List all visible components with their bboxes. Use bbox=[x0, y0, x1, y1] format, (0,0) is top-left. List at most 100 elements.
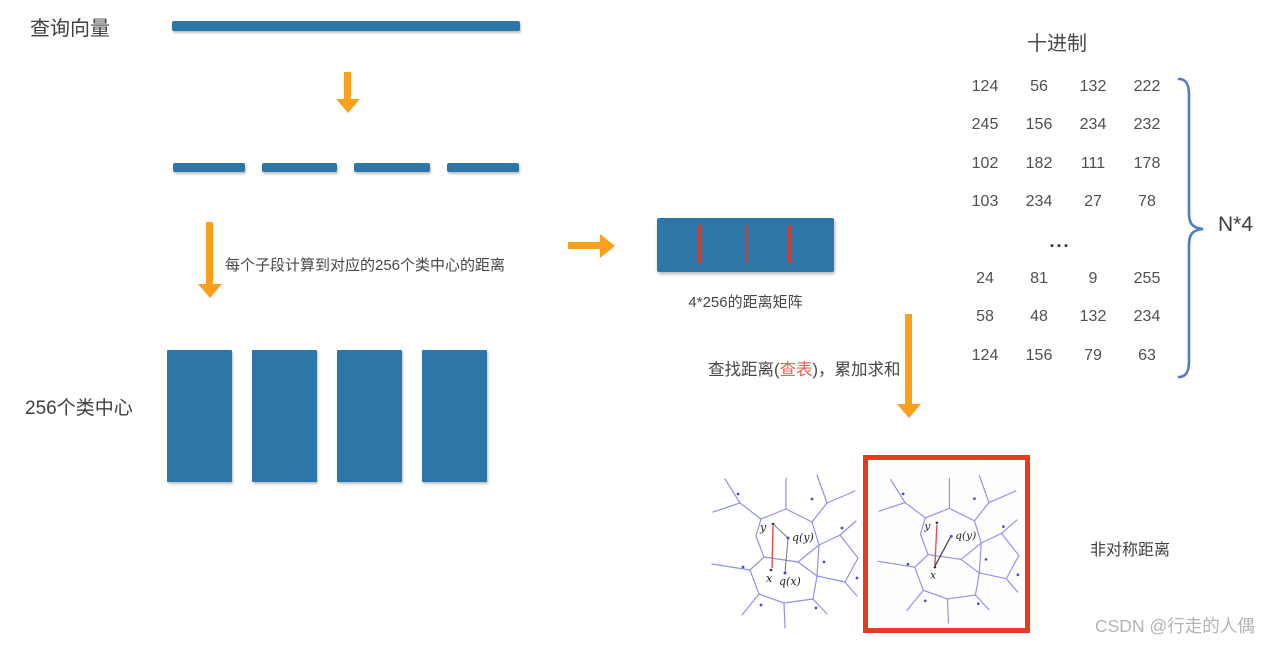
decimal-title: 十进制 bbox=[1027, 33, 1087, 55]
label-qx: q(x) bbox=[779, 575, 801, 588]
x-to-qy-line bbox=[933, 536, 951, 567]
distance-note-label: 每个子段计算到对应的256个类中心的距离 bbox=[225, 257, 506, 274]
table-cell: 178 bbox=[1133, 154, 1161, 172]
asymmetric-distance-lines: y q(y) x bbox=[923, 521, 976, 582]
table-cell: 102 bbox=[971, 154, 999, 172]
table-cell: 27 bbox=[1084, 193, 1102, 211]
table-cell: 48 bbox=[1030, 308, 1048, 326]
n4-label: N*4 bbox=[1218, 213, 1254, 236]
query-vector-bar bbox=[172, 21, 520, 31]
table-cell: 234 bbox=[1133, 308, 1161, 326]
lookup-prefix: 查找距离( bbox=[708, 361, 780, 379]
to-matrix-arrow-icon bbox=[568, 233, 615, 258]
point-y bbox=[771, 522, 775, 526]
table-cell: 103 bbox=[971, 193, 999, 211]
arrow-head bbox=[335, 99, 360, 113]
class-center-block bbox=[337, 350, 402, 482]
label-qy: q(y) bbox=[792, 531, 814, 544]
table-cell: 111 bbox=[1080, 154, 1106, 172]
subvector-segment bbox=[354, 163, 430, 172]
point-x bbox=[933, 565, 936, 569]
table-row: 124 156 79 63 bbox=[958, 337, 1174, 375]
voronoi-asymmetric-diagram: y q(y) x bbox=[876, 474, 1020, 624]
decimal-grid: 124 56 132 222 245 156 234 232 102 182 111 178 103 23… bbox=[958, 68, 1174, 375]
arrow-shaft bbox=[568, 242, 600, 249]
lookup-label: 查找距离(查表)，累加求和 bbox=[708, 356, 901, 380]
brace-icon bbox=[1177, 77, 1204, 379]
lookup-highlight: 查表 bbox=[779, 361, 813, 379]
table-row: 103 234 27 78 bbox=[958, 183, 1174, 221]
table-cell: 63 bbox=[1138, 346, 1156, 364]
true-distance-line bbox=[933, 524, 938, 566]
class-center-block bbox=[252, 350, 317, 482]
split-arrow-icon bbox=[335, 72, 360, 113]
table-cell: 79 bbox=[1084, 346, 1102, 364]
class-centers-label: 256个类中心 bbox=[25, 398, 133, 419]
arrow-shaft bbox=[905, 314, 912, 404]
table-cell: 124 bbox=[971, 78, 999, 95]
brace-path bbox=[1177, 77, 1204, 379]
table-cell: 156 bbox=[1025, 346, 1053, 364]
asymmetric-distance-label: 非对称距离 bbox=[1090, 542, 1171, 559]
arrow-head bbox=[197, 284, 222, 298]
voronoi-cells bbox=[711, 474, 860, 629]
point-x bbox=[769, 568, 773, 572]
table-cell: 24 bbox=[976, 269, 994, 287]
point-qx bbox=[783, 571, 787, 575]
label-qy: q(y) bbox=[955, 530, 976, 542]
table-cell: 255 bbox=[1133, 269, 1161, 287]
label-y: y bbox=[923, 521, 931, 533]
y-to-qy-line bbox=[772, 523, 788, 538]
subvector-segment bbox=[262, 163, 337, 172]
distance-matrix bbox=[657, 218, 834, 272]
table-cell: 234 bbox=[1025, 193, 1053, 211]
table-row: 102 182 111 178 bbox=[958, 145, 1174, 183]
true-distance-line bbox=[771, 525, 774, 569]
table-cell: 232 bbox=[1133, 116, 1161, 134]
table-cell: 234 bbox=[1079, 116, 1107, 134]
table-cell: 124 bbox=[971, 346, 999, 364]
arrow-shaft bbox=[344, 72, 351, 99]
label-x: x bbox=[930, 570, 936, 582]
subvector-segment bbox=[173, 163, 245, 172]
table-cell: 78 bbox=[1138, 193, 1156, 211]
table-cell: 245 bbox=[971, 116, 999, 134]
table-cell: 9 bbox=[1088, 269, 1098, 287]
matrix-red-line bbox=[788, 225, 791, 263]
table-cell: 182 bbox=[1025, 154, 1053, 172]
point-y bbox=[935, 521, 938, 525]
table-row: 58 48 132 234 bbox=[958, 298, 1174, 336]
table-cell: 58 bbox=[976, 308, 994, 326]
asymmetric-highlight-box: y q(y) x bbox=[863, 455, 1030, 633]
label-y: y bbox=[759, 521, 767, 534]
matrix-red-line bbox=[745, 225, 748, 263]
table-cell: 156 bbox=[1025, 116, 1053, 134]
table-cell: 222 bbox=[1133, 78, 1161, 95]
class-center-block bbox=[167, 350, 232, 482]
arrow-head bbox=[600, 233, 615, 258]
symmetric-distance-lines: y q(y) x q(x) bbox=[759, 521, 814, 588]
query-vector-label: 查询向量 bbox=[30, 18, 110, 40]
table-row: 245 156 234 232 bbox=[958, 106, 1174, 144]
table-cell: 56 bbox=[1030, 78, 1048, 95]
lookup-suffix: )，累加求和 bbox=[812, 361, 901, 379]
arrow-shaft bbox=[206, 222, 213, 284]
table-row: 124 56 132 222 bbox=[958, 68, 1174, 106]
table-cell: 132 bbox=[1079, 308, 1107, 326]
arrow-head bbox=[896, 404, 921, 418]
table-cell: 81 bbox=[1030, 269, 1048, 287]
compute-distance-arrow-icon bbox=[197, 222, 222, 298]
qy-to-qx-line bbox=[784, 538, 789, 573]
table-cell: 132 bbox=[1079, 78, 1107, 95]
voronoi-symmetric-diagram: y q(y) x q(x) bbox=[711, 474, 860, 629]
class-center-block bbox=[422, 350, 487, 482]
label-x: x bbox=[766, 572, 773, 585]
table-ellipsis: ... bbox=[1049, 230, 1071, 251]
matrix-red-line bbox=[698, 225, 701, 263]
lookup-arrow-icon bbox=[896, 314, 921, 418]
table-row: 24 81 9 255 bbox=[958, 260, 1174, 298]
watermark: CSDN @行走的人偶 bbox=[1095, 616, 1255, 636]
matrix-caption: 4*256的距离矩阵 bbox=[688, 294, 803, 311]
voronoi-cells bbox=[876, 474, 1020, 624]
